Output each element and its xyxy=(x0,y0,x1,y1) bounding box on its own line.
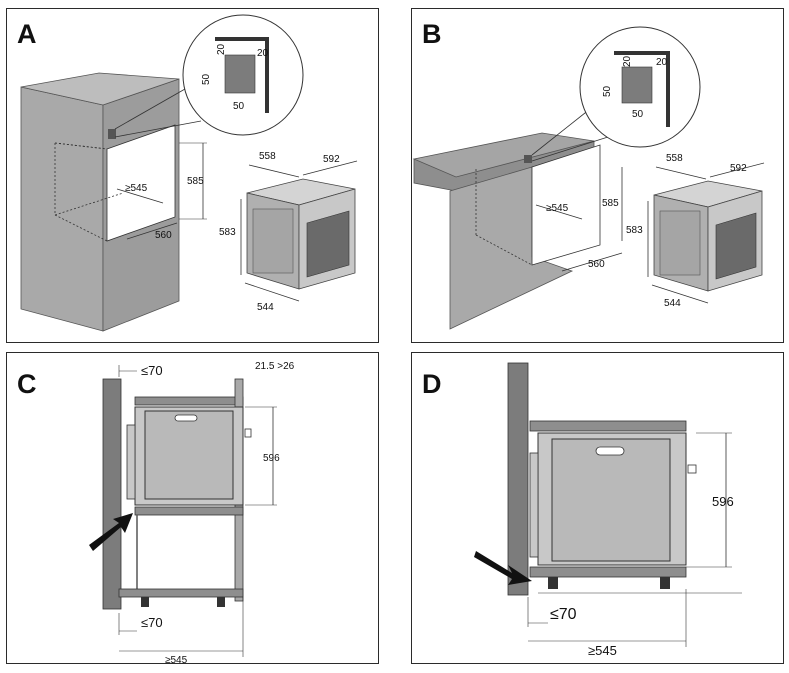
arrow-icon xyxy=(474,551,532,585)
niche-height-label: 585 xyxy=(602,198,619,209)
niche-width-line xyxy=(126,222,178,240)
top-shelf xyxy=(134,396,244,406)
oven-door xyxy=(551,438,671,562)
vent-square xyxy=(524,155,532,163)
oven-hinge xyxy=(126,424,136,500)
oven-width-top: 592 xyxy=(730,163,747,174)
detail-side: 50 xyxy=(602,85,613,97)
oven-handle xyxy=(174,414,198,422)
foot-1 xyxy=(548,577,558,589)
detail-h1: 20 xyxy=(216,43,227,55)
detail-corner xyxy=(215,37,269,113)
oven-width-top-line xyxy=(302,160,358,176)
panel-letter-b: B xyxy=(422,19,442,49)
detail-side: 50 xyxy=(201,73,212,85)
panel-c-drawing: ≤70 21.5 >26 596 ≤70 ≥545 xyxy=(89,361,295,664)
panel-c: C ≤70 21.5 >26 596 xyxy=(6,352,379,664)
oven-window xyxy=(715,212,757,280)
wall xyxy=(102,378,122,610)
panel-d: D 596 ≤70 ≥545 xyxy=(411,352,784,664)
oven-window xyxy=(306,210,350,278)
oven-hinge xyxy=(529,452,539,558)
niche-hidden-3 xyxy=(54,214,108,242)
panel-d-drawing: 596 ≤70 ≥545 xyxy=(474,362,742,658)
oven-depth-top: 558 xyxy=(259,151,276,162)
niche-depth-label: ≥545 xyxy=(125,183,148,194)
bottom-plinth xyxy=(118,588,244,598)
oven-height: 583 xyxy=(626,225,643,236)
oven-side-panel xyxy=(659,210,701,276)
panel-letter-a: A xyxy=(17,19,37,49)
panel-letter-d: D xyxy=(422,369,442,399)
oven-side-panel xyxy=(252,208,294,274)
oven-depth-bottom: 544 xyxy=(257,302,274,313)
niche-width-label: 560 xyxy=(155,230,172,241)
panel-b-drawing: 585 ≥545 560 20 20 50 50 558 592 583 544 xyxy=(412,26,765,330)
oven-door xyxy=(144,410,234,500)
niche-opening xyxy=(106,124,176,242)
detail-bottom: 50 xyxy=(233,101,245,112)
niche-width-label: 560 xyxy=(588,259,605,270)
detail-h2: 20 xyxy=(257,48,269,59)
oven-depth-top: 558 xyxy=(666,153,683,164)
worktop-top xyxy=(412,132,595,178)
niche-opening xyxy=(531,144,601,266)
top-right-label: 21.5 >26 xyxy=(255,361,295,372)
arrow-icon xyxy=(89,513,133,551)
depth-label: ≥545 xyxy=(588,643,617,658)
depth-label: ≥545 xyxy=(165,655,188,664)
panel-a: A 585 ≥545 560 xyxy=(6,8,379,343)
panel-letter-c: C xyxy=(17,369,37,399)
base-cabinet xyxy=(449,166,574,330)
callout-line-2 xyxy=(531,136,609,162)
niche-height-label: 585 xyxy=(187,176,204,187)
oven-handle xyxy=(595,446,625,456)
oven-depth-top-line xyxy=(655,166,707,180)
niche-hidden-2 xyxy=(475,234,533,266)
detail-vent xyxy=(621,66,653,104)
panel-a-drawing: 585 ≥545 560 20 20 50 50 558 592 583 xyxy=(20,14,358,332)
oven-knob xyxy=(244,428,252,438)
gap-label: ≤70 xyxy=(550,606,577,623)
detail-bottom: 50 xyxy=(632,109,644,120)
niche-width-line xyxy=(561,252,623,272)
oven-depth-bottom: 544 xyxy=(664,298,681,309)
height-label: 596 xyxy=(712,494,734,509)
niche-hidden-1 xyxy=(54,142,108,150)
detail-h2: 20 xyxy=(656,57,668,68)
support-shelf xyxy=(529,566,687,578)
niche-depth-line xyxy=(116,188,164,204)
detail-h1: 20 xyxy=(622,55,633,67)
detail-vent xyxy=(224,54,256,94)
oven-depth-bottom-line xyxy=(244,282,300,302)
wall xyxy=(507,362,529,596)
oven-knob xyxy=(687,464,697,474)
support-shelf xyxy=(134,506,244,516)
height-label: 596 xyxy=(263,453,280,464)
callout-line-2 xyxy=(114,120,202,138)
top-gap-label: ≤70 xyxy=(141,363,163,378)
foot-2 xyxy=(217,597,225,607)
oven-width-top-line xyxy=(709,162,765,178)
detail-corner xyxy=(614,51,670,127)
callout-line-1 xyxy=(531,108,591,156)
column-cabinet-front xyxy=(20,86,104,332)
callout-line-1 xyxy=(114,88,186,130)
foot-2 xyxy=(660,577,670,589)
oven-depth-bottom-line xyxy=(651,284,709,304)
oven-depth-top-line xyxy=(248,164,300,178)
panel-b: B 585 ≥545 560 20 20 50 50 xyxy=(411,8,784,343)
foot-1 xyxy=(141,597,149,607)
top-shelf xyxy=(529,420,687,432)
vent-square xyxy=(108,129,116,139)
niche-depth-line xyxy=(535,204,583,220)
bottom-gap-label: ≤70 xyxy=(141,615,163,630)
column-cabinet-top xyxy=(20,72,180,106)
oven-width-top: 592 xyxy=(323,154,340,165)
oven-height: 583 xyxy=(219,227,236,238)
niche-depth-label: ≥545 xyxy=(546,203,569,214)
